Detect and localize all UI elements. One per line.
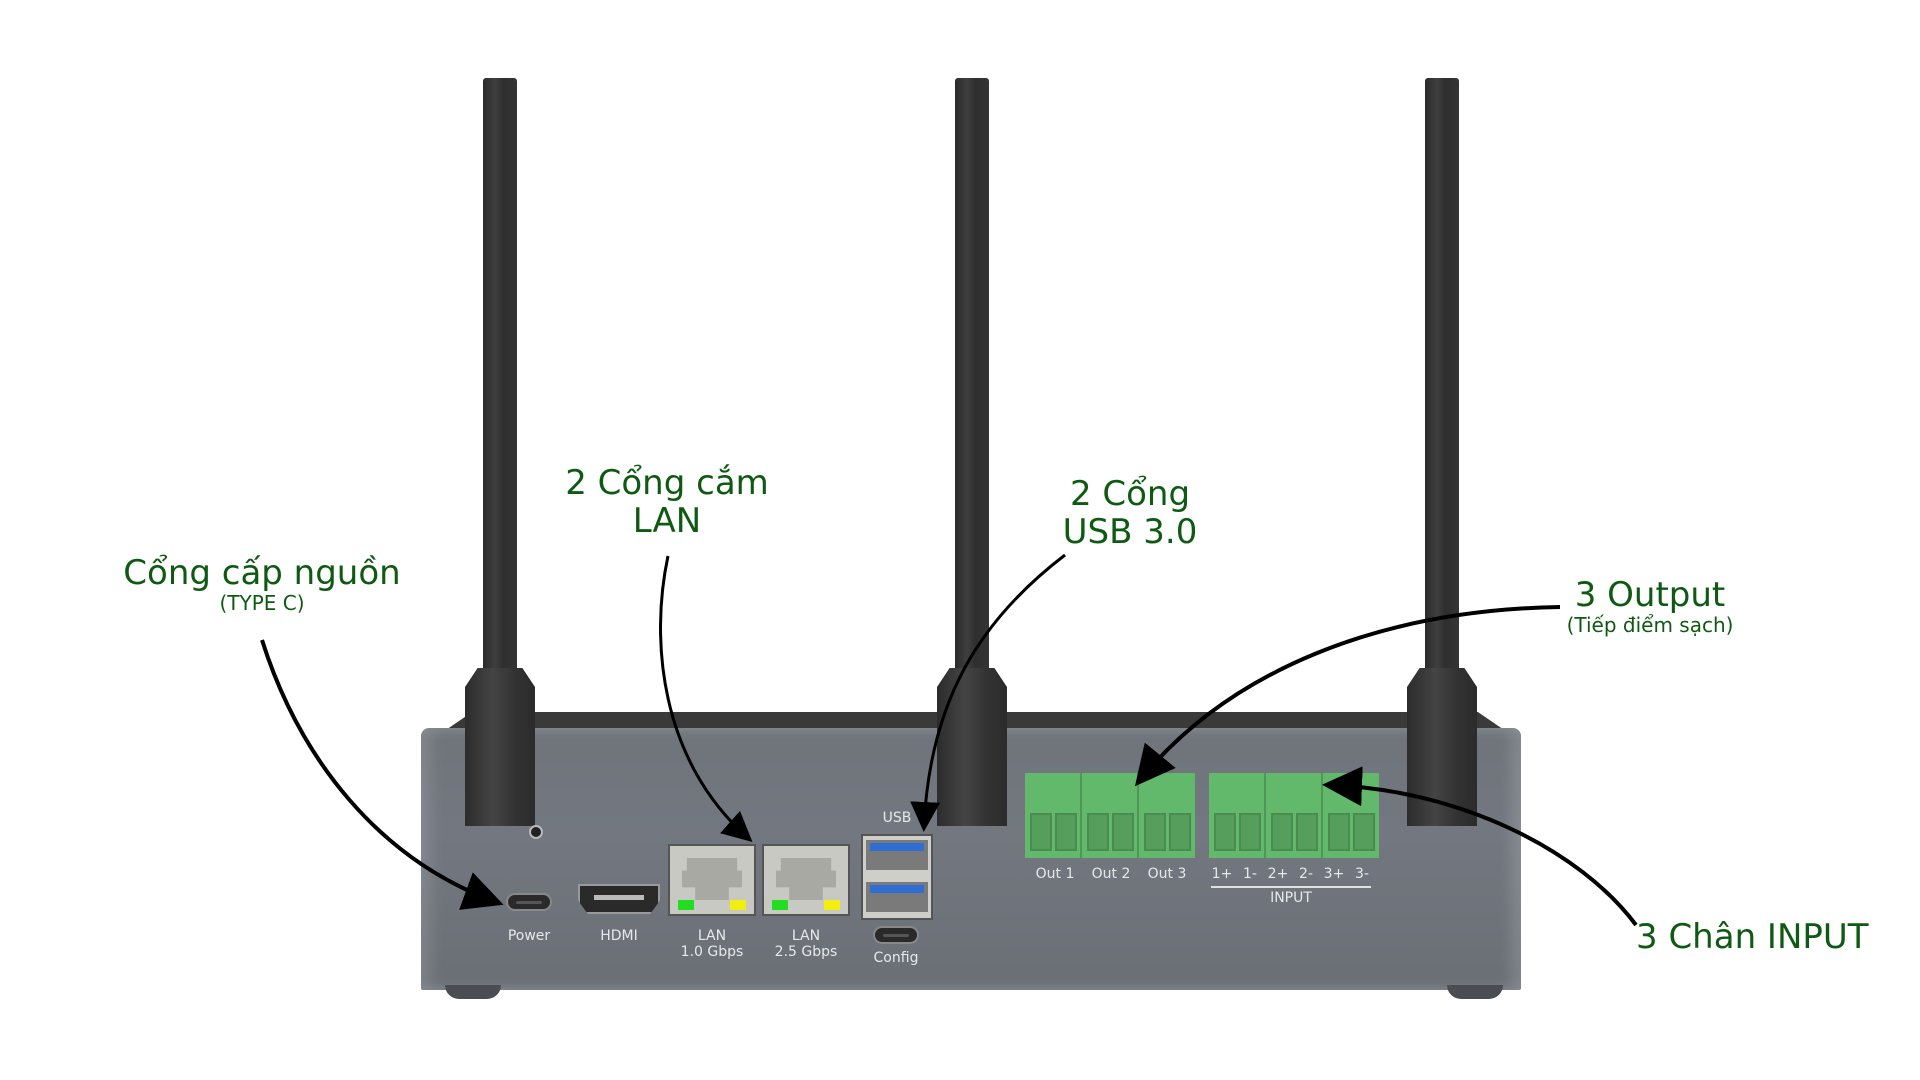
callout-usb-line2: USB 3.0	[1062, 512, 1198, 553]
lan-port-2-label: LAN 2.5 Gbps	[764, 928, 848, 960]
output-label-2: Out 2	[1091, 866, 1131, 882]
input-pin-label-1p: 1+	[1211, 866, 1233, 882]
antenna-base-middle	[937, 668, 1007, 826]
power-port-label: Power	[507, 928, 551, 944]
lan2-link-led	[772, 900, 788, 910]
callout-usb: 2 Cổng USB 3.0	[1050, 475, 1210, 551]
callout-lan: 2 Cổng cắm LAN	[545, 464, 789, 540]
audio-jack	[529, 825, 543, 839]
device-foot-left	[445, 985, 501, 999]
lan1-link-led	[678, 900, 694, 910]
config-port	[873, 926, 919, 944]
hdmi-port	[578, 884, 660, 914]
lan1-label-line1: LAN	[697, 928, 727, 944]
arrow-power	[260, 639, 504, 910]
lan1-label-line2: 1.0 Gbps	[680, 944, 744, 961]
input-terminal-3	[1323, 773, 1379, 858]
input-pin-label-2p: 2+	[1267, 866, 1289, 882]
callout-input-title: 3 Chân INPUT	[1636, 917, 1869, 957]
callout-power: Cổng cấp nguồn (TYPE C)	[112, 553, 412, 616]
config-port-label: Config	[873, 950, 919, 966]
output-terminal-2	[1082, 773, 1139, 858]
callout-power-subtitle: (TYPE C)	[219, 591, 305, 616]
antenna-base-left	[465, 668, 535, 826]
lan-port-1-label: LAN 1.0 Gbps	[670, 928, 754, 960]
usb-port-2	[866, 882, 928, 912]
callout-output-title: 3 Output	[1574, 575, 1726, 615]
callout-lan-line1: 2 Cổng cắm	[565, 463, 769, 503]
usb-label: USB	[882, 810, 912, 826]
input-terminal-1	[1209, 773, 1266, 858]
output-label-1: Out 1	[1035, 866, 1075, 882]
input-pin-label-3p: 3+	[1323, 866, 1345, 882]
antenna-base-right	[1407, 668, 1477, 826]
power-port	[506, 893, 552, 911]
arrow-lan	[659, 555, 753, 842]
antenna-left	[483, 78, 517, 678]
callout-output-subtitle: (Tiếp điểm sạch)	[1566, 613, 1734, 638]
lan-port-1	[668, 844, 756, 916]
input-pin-label-3n: 3-	[1355, 866, 1369, 882]
callout-output: 3 Output (Tiếp điểm sạch)	[1545, 575, 1755, 638]
antenna-middle	[955, 78, 989, 678]
usb-port-stack	[861, 834, 933, 920]
callout-input: 3 Chân INPUT	[1636, 918, 1896, 956]
arrow-output	[1134, 605, 1561, 787]
lan-port-2	[762, 844, 850, 916]
arrow-input	[1322, 766, 1638, 927]
lan2-activity-led	[824, 900, 840, 910]
lan2-label-line2: 2.5 Gbps	[774, 944, 838, 961]
output-terminal-block	[1025, 773, 1195, 858]
output-terminal-3	[1139, 773, 1195, 858]
device-foot-right	[1447, 985, 1503, 999]
input-group-rule	[1211, 886, 1371, 888]
callout-power-title: Cổng cấp nguồn	[123, 553, 401, 593]
callout-lan-line2: LAN	[632, 501, 702, 542]
callout-usb-line1: 2 Cổng	[1069, 474, 1191, 514]
lan2-label-line1: LAN	[791, 928, 821, 944]
lan1-activity-led	[730, 900, 746, 910]
input-pin-label-2n: 2-	[1299, 866, 1313, 882]
output-label-3: Out 3	[1147, 866, 1187, 882]
input-group-label: INPUT	[1270, 890, 1312, 906]
input-terminal-2	[1266, 773, 1323, 858]
output-terminal-1	[1025, 773, 1082, 858]
hdmi-port-label: HDMI	[600, 928, 638, 944]
input-pin-label-1n: 1-	[1243, 866, 1257, 882]
antenna-right	[1425, 78, 1459, 678]
arrow-usb	[910, 553, 1066, 832]
usb-port-1	[866, 840, 928, 870]
